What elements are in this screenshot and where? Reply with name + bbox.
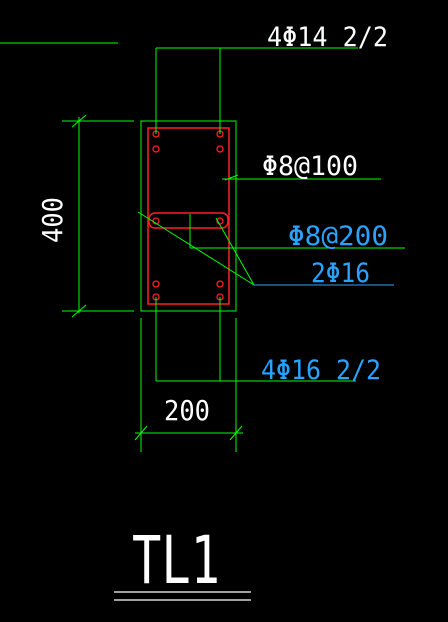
bar-bottom-right-1: [216, 280, 224, 288]
beam-title: TL1: [132, 522, 220, 599]
width-dim-label: 200: [164, 394, 210, 427]
height-dim-label: 400: [36, 197, 69, 243]
stirrup-200-label: Φ8@200: [288, 221, 388, 252]
top-rebar-leader: [155, 47, 358, 134]
section-outline: [140, 120, 237, 312]
bottom-rebar-leader: [155, 297, 356, 382]
width-dimension: [134, 318, 243, 452]
bar-side-right: [216, 217, 224, 225]
height-dimension: [62, 114, 134, 318]
inner-stirrup: [148, 212, 229, 229]
title-underline: [114, 591, 251, 601]
bottom-rebar-label: 4Φ16 2/2: [261, 355, 381, 386]
bar-bottom-left-1: [152, 280, 160, 288]
outer-stirrup: [147, 127, 230, 305]
stirrup-200-leader: [189, 214, 405, 249]
top-rebar-label: 4Φ14 2/2: [267, 22, 388, 53]
bar-top-right-2: [216, 145, 224, 153]
stirrup-100-leader: [222, 174, 381, 181]
side-bars-leader: [137, 211, 255, 286]
stirrup-100-label: Φ8@100: [262, 151, 358, 182]
bar-top-left-2: [152, 145, 160, 153]
bars: [152, 130, 224, 301]
side-bars-label: 2Φ16: [311, 258, 370, 289]
